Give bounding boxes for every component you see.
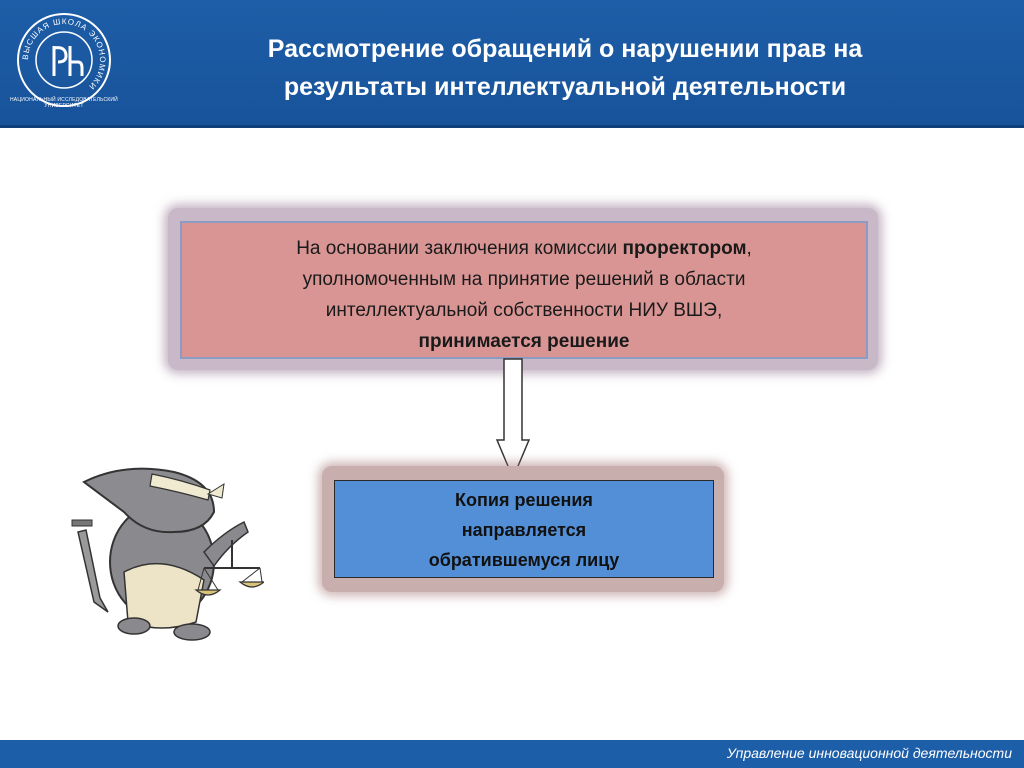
decision-bold-vice-rector: проректором — [622, 238, 747, 259]
copy-box: Копия решения направляется обратившемуся… — [334, 480, 714, 578]
title-line-1: Рассмотрение обращений о нарушении прав … — [267, 35, 863, 63]
footer-bar: Управление инновационной деятельности — [0, 740, 1024, 768]
decision-box: На основании заключения комиссии прорект… — [180, 221, 868, 359]
decision-line-2: уполномоченным на принятие решений в обл… — [302, 269, 746, 290]
decision-text-1: На основании заключения комиссии — [296, 238, 623, 259]
decision-line-1: На основании заключения комиссии прорект… — [200, 233, 848, 264]
hse-logo-icon: ВЫСШАЯ ШКОЛА ЭКОНОМИКИ — [17, 13, 111, 107]
header-bar: ВЫСШАЯ ШКОЛА ЭКОНОМИКИ НАЦИОНАЛЬНЫЙ ИССЛ… — [0, 0, 1024, 128]
down-arrow-icon — [496, 358, 530, 480]
decision-line-4: принимается решение — [418, 331, 630, 352]
svg-text:ВЫСШАЯ ШКОЛА ЭКОНОМИКИ: ВЫСШАЯ ШКОЛА ЭКОНОМИКИ — [21, 17, 107, 92]
decision-comma: , — [746, 238, 752, 259]
justice-mascot-icon — [71, 467, 264, 641]
copy-line-3: обратившемуся лицу — [428, 550, 620, 570]
title-line-2: результаты интеллектуальной деятельности — [283, 73, 847, 101]
logo-caption: НАЦИОНАЛЬНЫЙ ИССЛЕДОВАТЕЛЬСКИЙ УНИВЕРСИТ… — [10, 97, 118, 109]
copy-line-1: Копия решения — [455, 490, 593, 510]
footer-text: Управление инновационной деятельности — [726, 745, 1012, 761]
logo-ring-text: ВЫСШАЯ ШКОЛА ЭКОНОМИКИ — [21, 17, 106, 92]
page-title: Рассмотрение обращений о нарушении прав … — [150, 30, 980, 106]
decision-line-3: интеллектуальной собственности НИУ ВШЭ, — [325, 300, 723, 321]
copy-line-2: направляется — [461, 520, 587, 540]
